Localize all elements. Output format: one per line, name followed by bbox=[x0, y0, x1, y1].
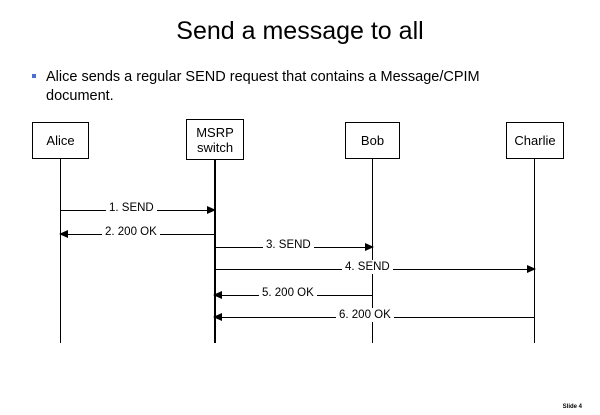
message-label: 5. 200 OK bbox=[259, 286, 317, 300]
actor-box-bob[interactable]: Bob bbox=[345, 122, 400, 159]
message-6-200-ok[interactable]: 6. 200 OK bbox=[213, 308, 535, 322]
arrowhead-right-icon bbox=[365, 243, 374, 251]
actor-box-charlie[interactable]: Charlie bbox=[506, 122, 564, 159]
lifeline-msrp-switch bbox=[214, 160, 216, 343]
message-3-send[interactable]: 3. SEND bbox=[214, 238, 374, 252]
footer-slide-number: Slide 4 bbox=[562, 404, 582, 410]
arrowhead-left-icon bbox=[213, 291, 222, 299]
arrowhead-right-icon bbox=[207, 206, 216, 214]
square-bullet-icon bbox=[30, 68, 46, 78]
message-label: 1. SEND bbox=[106, 201, 157, 215]
lifeline-charlie bbox=[534, 159, 536, 343]
bullet-text: Alice sends a regular SEND request that … bbox=[46, 69, 480, 104]
actor-box-msrp-switch[interactable]: MSRP switch bbox=[186, 119, 244, 160]
message-label: 6. 200 OK bbox=[336, 308, 394, 322]
message-4-send[interactable]: 4. SEND bbox=[214, 260, 536, 274]
page-title: Send a message to all bbox=[176, 17, 424, 45]
message-2-200-ok[interactable]: 2. 200 OK bbox=[59, 225, 215, 239]
message-1-send[interactable]: 1. SEND bbox=[60, 201, 216, 215]
lifeline-bob bbox=[372, 159, 374, 343]
message-label: 3. SEND bbox=[263, 238, 314, 252]
arrowhead-left-icon bbox=[213, 313, 222, 321]
message-label: 4. SEND bbox=[342, 260, 393, 274]
message-5-200-ok[interactable]: 5. 200 OK bbox=[213, 286, 373, 300]
arrowhead-right-icon bbox=[527, 265, 536, 273]
lifeline-alice bbox=[60, 159, 62, 343]
list-item: Alice sends a regular SEND request that … bbox=[30, 68, 550, 106]
arrowhead-left-icon bbox=[59, 230, 68, 238]
message-label: 2. 200 OK bbox=[102, 225, 160, 239]
actor-box-alice[interactable]: Alice bbox=[32, 122, 89, 159]
